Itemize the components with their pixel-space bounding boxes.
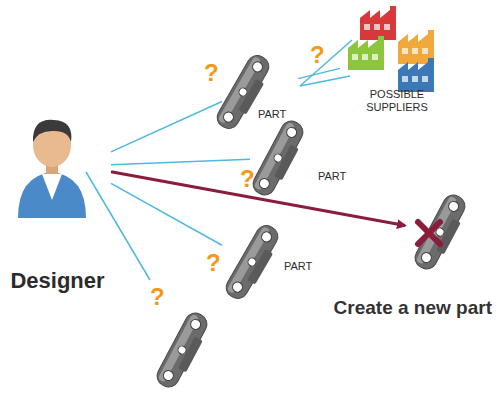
part-node: PART <box>250 118 350 200</box>
relation-line <box>111 159 250 165</box>
part-image <box>213 52 275 134</box>
part-label: PART <box>284 260 312 273</box>
create-arrow <box>111 172 405 226</box>
supplier-line <box>300 40 352 86</box>
cross-mark <box>418 222 440 244</box>
role-label: Designer <box>4 268 111 294</box>
part-node: PART <box>222 56 298 128</box>
designer-node: Designer <box>4 118 111 298</box>
part-label: PART <box>258 108 286 121</box>
part-image <box>412 192 472 274</box>
designer-line <box>86 172 150 280</box>
relation-line <box>111 183 222 245</box>
designer-figure <box>18 120 86 218</box>
supplier-factories <box>348 6 434 92</box>
relation-line <box>111 102 222 152</box>
relation-line <box>298 68 340 78</box>
question-mark: ? <box>204 60 219 86</box>
part-image <box>154 310 214 392</box>
suppliers-node: POSSIBLE SUPPLIERS <box>340 4 452 124</box>
part-image <box>222 222 284 304</box>
question-mark: ? <box>206 250 221 276</box>
supplier-line <box>300 76 350 86</box>
question-mark: ? <box>150 284 165 310</box>
question-mark: ? <box>310 42 325 68</box>
part-image <box>250 118 310 200</box>
question-mark: ? <box>240 166 255 192</box>
part-node: Create a new part <box>405 182 475 286</box>
action-label: Create a new part <box>334 296 492 319</box>
part-label: PART <box>318 170 346 183</box>
part-node: PART <box>222 222 315 302</box>
part-label: POSSIBLE SUPPLIERS <box>358 88 436 114</box>
